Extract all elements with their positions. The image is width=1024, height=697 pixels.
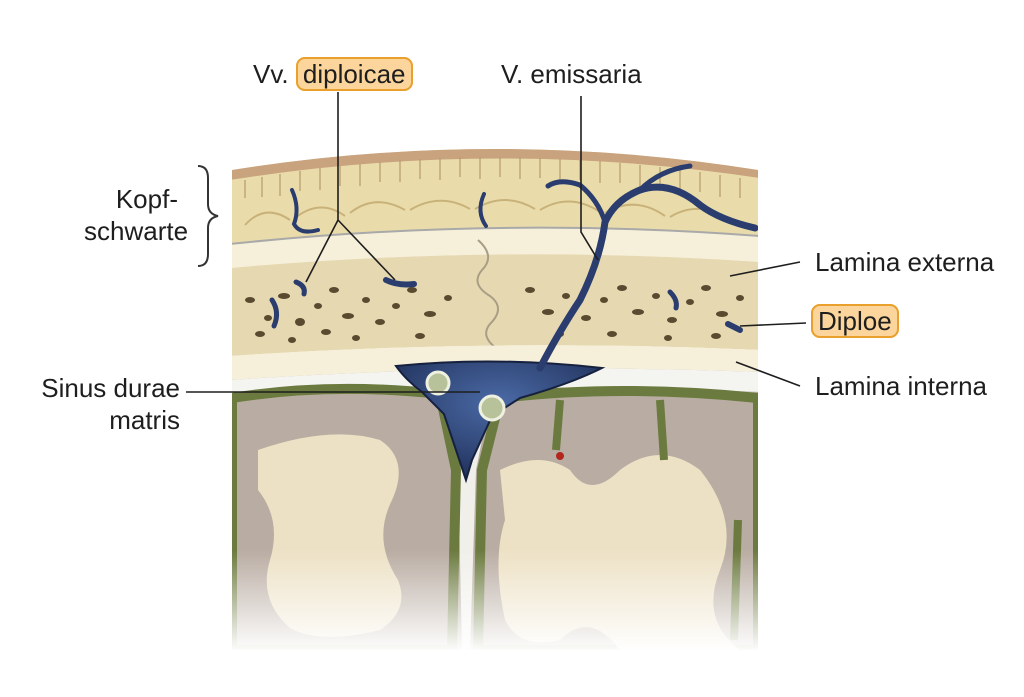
label-diploe-highlight: Diploe bbox=[811, 304, 899, 338]
label-lamina-interna: Lamina interna bbox=[815, 371, 987, 401]
label-vv-prefix: Vv. bbox=[253, 59, 289, 89]
label-kopfschwarte-line2: schwarte bbox=[84, 216, 189, 246]
leader-diploe bbox=[739, 322, 807, 327]
leader-lamina-interna bbox=[735, 361, 801, 387]
label-vv-diploicae: Vv. diploicae bbox=[253, 57, 413, 91]
label-diploe: Diploe bbox=[811, 304, 899, 338]
label-sinus-line1: Sinus durae bbox=[41, 373, 180, 403]
leader-vv-diploicae bbox=[305, 92, 396, 283]
label-diploicae-highlight: diploicae bbox=[295, 57, 413, 91]
kopfschwarte-brace bbox=[197, 165, 219, 267]
label-kopfschwarte: Kopf- schwarte bbox=[84, 183, 189, 247]
leader-v-emissaria bbox=[580, 96, 599, 261]
label-lamina-externa: Lamina externa bbox=[815, 247, 995, 277]
leader-lamina-externa bbox=[729, 261, 801, 277]
bottom-fade bbox=[232, 149, 758, 650]
label-v-emissaria: V. emissaria bbox=[501, 59, 642, 89]
label-kopfschwarte-line1: Kopf- bbox=[115, 184, 178, 214]
label-sinus-durae-matris: Sinus durae matris bbox=[20, 372, 180, 436]
label-sinus-line2: matris bbox=[109, 405, 180, 435]
